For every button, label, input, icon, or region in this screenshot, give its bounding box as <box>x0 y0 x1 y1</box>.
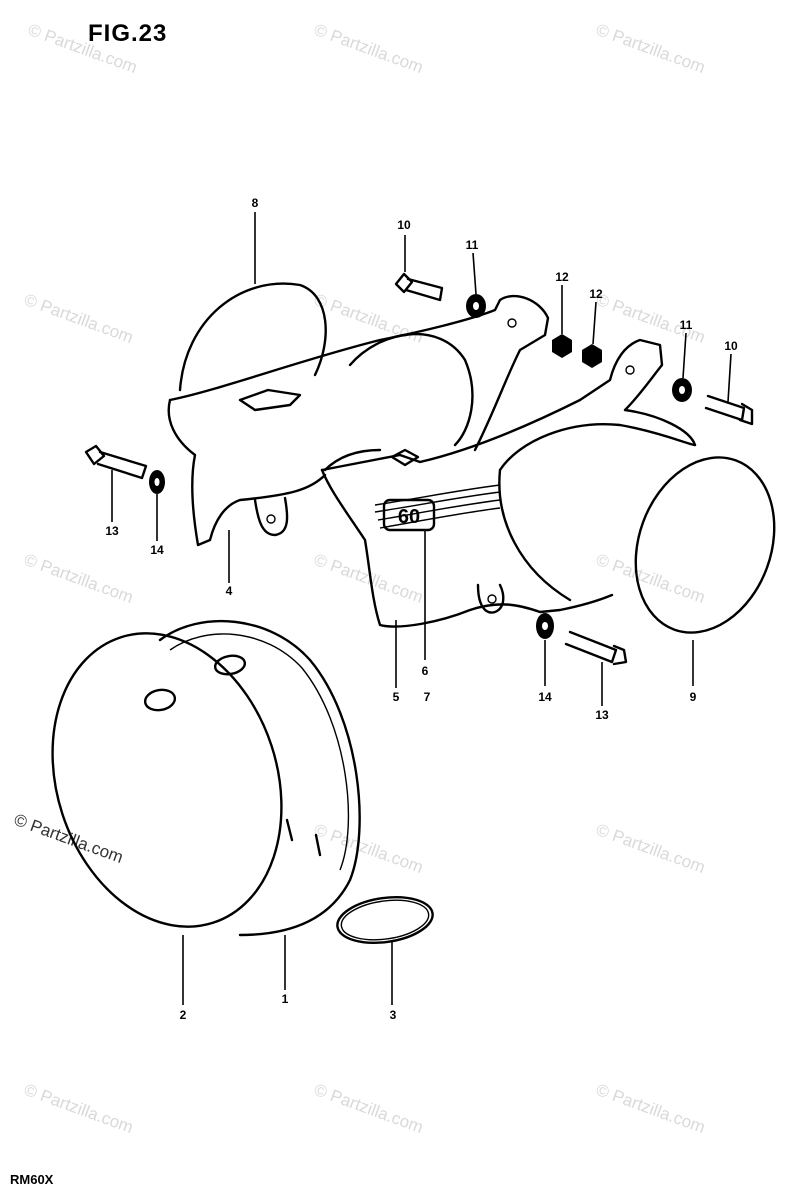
part-13-bolt-left <box>84 444 148 480</box>
callout-3: 3 <box>389 1008 397 1022</box>
part-10-bolt-right <box>704 394 754 426</box>
figure-title: FIG.23 <box>88 20 168 47</box>
callout-1: 1 <box>281 992 289 1006</box>
callout-4: 4 <box>225 584 233 598</box>
callout-7: 7 <box>423 690 431 704</box>
callout-12: 12 <box>589 287 603 301</box>
part-6-emblem: 60 <box>382 498 436 532</box>
part-12-nut-left <box>552 334 572 358</box>
part-13-bolt-right <box>564 630 628 666</box>
leader-lines <box>111 212 732 1005</box>
callout-12: 12 <box>555 270 569 284</box>
callout-14: 14 <box>538 690 552 704</box>
callout-8: 8 <box>251 196 259 210</box>
callout-11: 11 <box>679 318 693 332</box>
part-8-inner-cover <box>178 282 327 392</box>
part-10-bolt-left <box>394 272 444 302</box>
callout-9: 9 <box>689 690 697 704</box>
part-2-cap <box>51 632 283 928</box>
callout-10: 10 <box>724 339 738 353</box>
emblem-label: 60 <box>398 506 420 528</box>
part-5-housing <box>320 338 697 628</box>
part-14-washer-left <box>149 470 165 494</box>
part-1-cover <box>158 619 361 937</box>
callout-2: 2 <box>179 1008 187 1022</box>
part-12-nut-right <box>582 344 602 368</box>
callout-13: 13 <box>105 524 119 538</box>
callout-5: 5 <box>392 690 400 704</box>
part-14-washer-right <box>536 613 554 639</box>
callout-10: 10 <box>397 218 411 232</box>
part-4-bracket <box>167 294 550 547</box>
model-code: RM60X <box>10 1172 54 1187</box>
part-3-o-ring <box>336 896 434 944</box>
callout-6: 6 <box>421 664 429 678</box>
part-11-washer-left <box>466 294 486 318</box>
callout-13: 13 <box>595 708 609 722</box>
part-9-right-cover <box>634 456 776 634</box>
part-11-washer-right <box>672 378 692 402</box>
callout-11: 11 <box>465 238 479 252</box>
callout-14: 14 <box>150 543 164 557</box>
